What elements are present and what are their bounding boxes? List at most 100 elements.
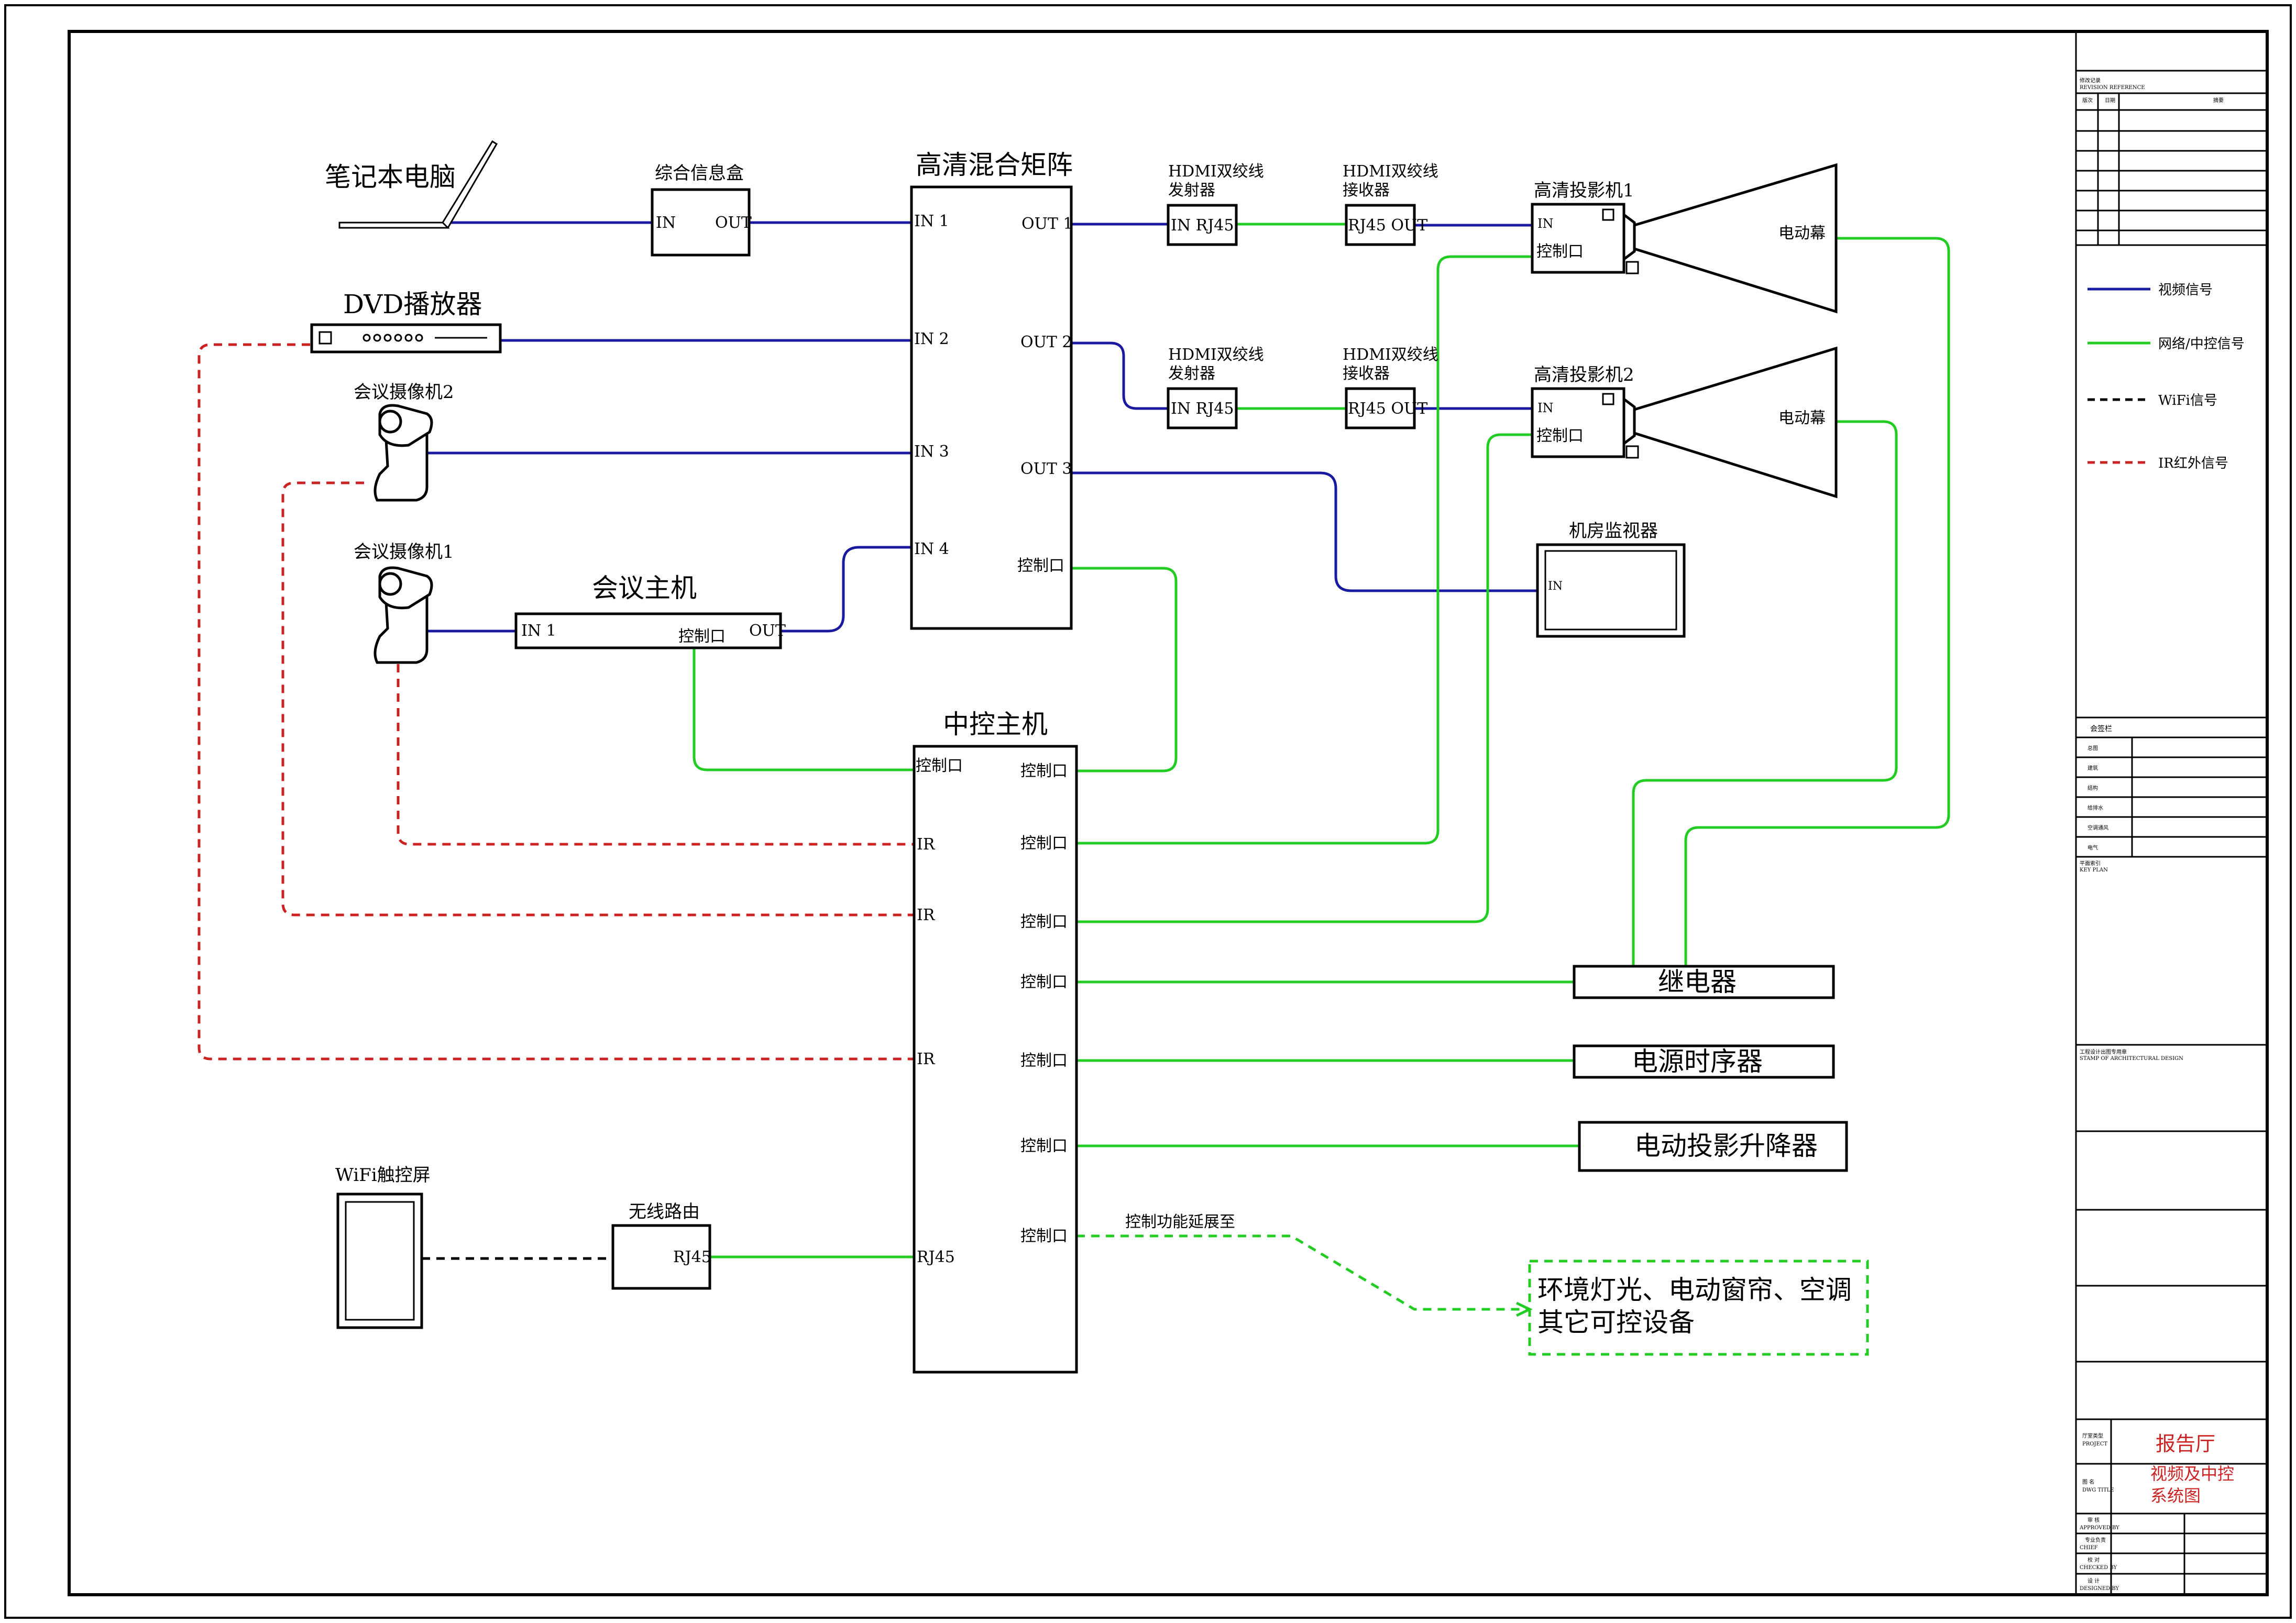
- screen-1-label: 电动幕: [1778, 224, 1826, 242]
- sign-row-2: 建筑: [2088, 765, 2098, 771]
- project-label: 厅室类型: [2082, 1432, 2103, 1439]
- camera-2-icon: [373, 404, 433, 502]
- control-host-ctrl-1: 控制口: [1020, 762, 1068, 780]
- legend-network-label: 网络/中控信号: [2158, 336, 2245, 352]
- control-host-ctrl-4: 控制口: [1020, 973, 1068, 991]
- revision-en: REVISION REFERENCE: [2080, 85, 2145, 91]
- legend-wifi-label: WiFi信号: [2158, 393, 2217, 408]
- laptop-icon: [338, 140, 498, 229]
- outer-frame: [4, 4, 2292, 1619]
- key-plan-title: 平面索引: [2080, 860, 2101, 867]
- key-plan-en: KEY PLAN: [2080, 867, 2108, 873]
- camera-2-label: 会议摄像机2: [354, 382, 454, 403]
- hdmi-rx-1-label: HDMI双绞线接收器: [1343, 162, 1438, 200]
- projector-2-label: 高清投影机2: [1534, 365, 1634, 385]
- projector-lift-label: 电动投影升降器: [1634, 1131, 1818, 1161]
- hdmi-rx-2-label: HDMI双绞线接收器: [1343, 346, 1438, 383]
- drawing-frame: [68, 30, 2269, 1596]
- projector-lift: [1578, 1121, 1848, 1172]
- wifi-touch-screen-label: WiFi触控屏: [335, 1165, 431, 1186]
- projector-2-ctrl: 控制口: [1536, 427, 1584, 445]
- screen-1-beam: [1633, 163, 1838, 314]
- hd-matrix: [910, 185, 1073, 630]
- projector-1-in: IN: [1537, 216, 1553, 231]
- legend-video-label: 视频信号: [2158, 282, 2213, 298]
- sign-row-6: 电气: [2088, 844, 2098, 851]
- matrix-in3: IN 3: [914, 443, 949, 461]
- conference-host-out: OUT: [749, 622, 786, 640]
- approve-row-3-en: CHECKED BY: [2080, 1565, 2117, 1571]
- hdmi-tx-1: [1167, 204, 1238, 246]
- projector-1-ctrl: 控制口: [1536, 242, 1584, 261]
- control-host-ir-2: IR: [917, 906, 936, 924]
- screen-2-beam: [1633, 346, 1838, 499]
- matrix-out2: OUT 2: [1020, 333, 1072, 351]
- hdmi-rx-2: [1345, 387, 1416, 429]
- extension-box: [1528, 1260, 1869, 1356]
- extension-caption: 控制功能延展至: [1125, 1213, 1235, 1231]
- matrix-out1: OUT 1: [1021, 215, 1073, 233]
- central-control-host-label: 中控主机: [943, 709, 1048, 739]
- power-sequencer-label: 电源时序器: [1632, 1046, 1763, 1077]
- approve-row-4: 设 计: [2088, 1577, 2100, 1584]
- control-host-ctrl-7: 控制口: [1020, 1227, 1068, 1245]
- monitor-screen: [1544, 550, 1677, 631]
- control-host-ir-1: IR: [917, 835, 936, 854]
- revision-title: 修改记录: [2080, 77, 2101, 84]
- ir-lines: [197, 343, 914, 1061]
- matrix-ctrl: 控制口: [1017, 557, 1064, 575]
- relay: [1573, 965, 1835, 999]
- approve-row-2: 专业负责: [2085, 1537, 2106, 1543]
- wireless-router: [611, 1224, 711, 1290]
- stamp-title: 工程设计出图专用章: [2080, 1048, 2127, 1055]
- projector-1-icon: [1531, 203, 1639, 274]
- rev-col-version: 版次: [2082, 97, 2093, 104]
- dvd-player-icon: [310, 323, 502, 354]
- matrix-in4: IN 4: [914, 540, 949, 558]
- info-box: [651, 188, 751, 257]
- monitor-label: 机房监视器: [1569, 521, 1658, 542]
- drawing-label: 图 名: [2082, 1478, 2094, 1485]
- control-host-ctrl-2: 控制口: [1020, 834, 1068, 853]
- control-host-ctrl-6: 控制口: [1020, 1137, 1068, 1155]
- legend-ir-label: IR红外信号: [2158, 456, 2228, 471]
- project-value: 报告厅: [2156, 1432, 2215, 1455]
- sign-title: 会签栏: [2090, 724, 2112, 733]
- rev-col-summary: 摘要: [2213, 97, 2224, 104]
- dvd-label: DVD播放器: [343, 289, 482, 319]
- hd-matrix-label: 高清混合矩阵: [916, 150, 1073, 180]
- conference-host-ctrl: 控制口: [678, 627, 726, 646]
- info-box-label: 综合信息盒: [655, 163, 744, 184]
- control-host-ctrl-5: 控制口: [1020, 1052, 1068, 1070]
- monitor: [1536, 543, 1686, 638]
- approve-row-2-en: CHIEF: [2080, 1545, 2098, 1551]
- monitor-in: IN: [1548, 580, 1563, 593]
- wifi-touch-screen: [336, 1193, 423, 1329]
- central-control-host: [913, 745, 1078, 1374]
- projector-2-icon: [1531, 387, 1639, 459]
- matrix-in1: IN 1: [914, 212, 949, 230]
- hdmi-tx-2-ports: IN RJ45: [1171, 400, 1234, 418]
- hdmi-tx-1-ports: IN RJ45: [1171, 216, 1234, 235]
- control-host-ir-3: IR: [917, 1050, 936, 1068]
- extension-label: 环境灯光、电动窗帘、空调其它可控设备: [1537, 1275, 1852, 1338]
- sign-row-5: 空调通风: [2088, 824, 2108, 831]
- sign-row-4: 给排水: [2088, 804, 2103, 811]
- title-block: 修改记录 REVISION REFERENCE 版次 日期 摘要 视频信号 网络…: [2075, 31, 2267, 1595]
- drawing-en: DWG TITLE: [2082, 1487, 2114, 1493]
- conference-host: [514, 612, 782, 649]
- network-lines: [693, 223, 1950, 1311]
- drawing-value: 视频及中控系统图: [2150, 1464, 2234, 1506]
- approve-row-1: 审 核: [2088, 1517, 2100, 1523]
- control-host-rj45: RJ45: [917, 1248, 955, 1266]
- hdmi-tx-2: [1167, 387, 1238, 429]
- conference-host-label: 会议主机: [592, 573, 697, 603]
- screen-2-label: 电动幕: [1778, 409, 1826, 427]
- matrix-in2: IN 2: [914, 330, 949, 348]
- camera-1-icon: [373, 566, 433, 664]
- wifi-touch-screen-display: [345, 1201, 415, 1321]
- sign-row-1: 总图: [2088, 745, 2098, 752]
- camera-1-label: 会议摄像机1: [354, 542, 454, 562]
- relay-label: 继电器: [1658, 967, 1737, 997]
